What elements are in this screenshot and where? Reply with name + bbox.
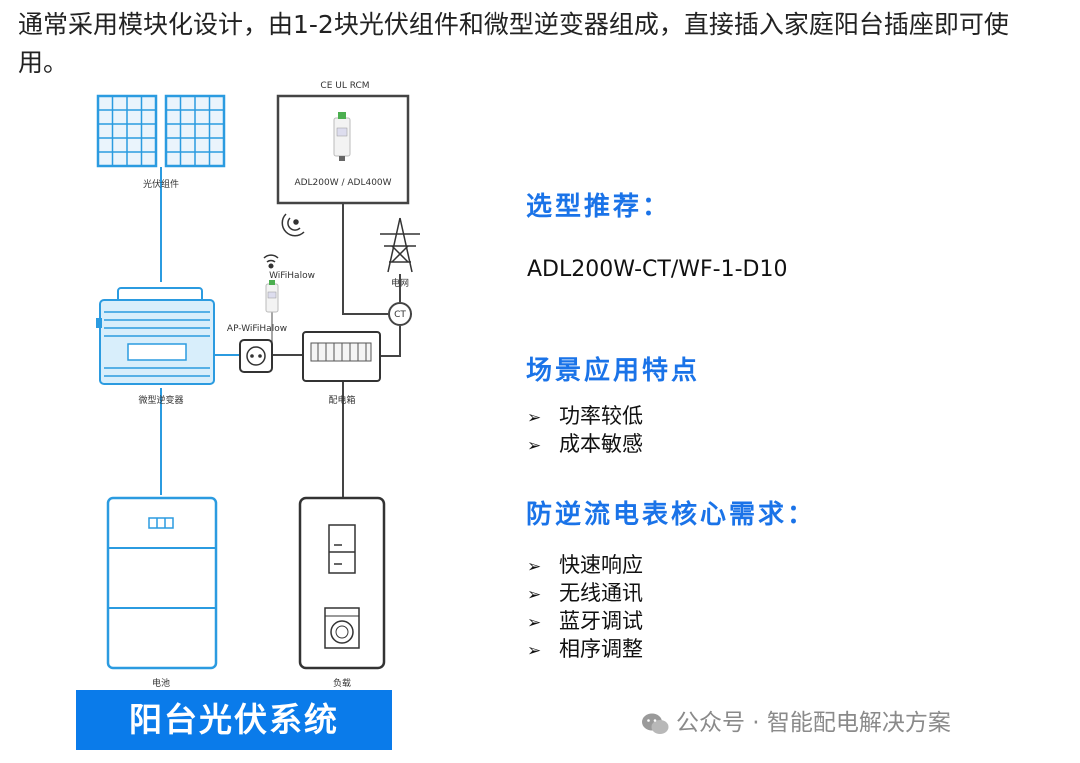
scenario-list: ➢功率较低 ➢成本敏感 [527, 402, 643, 458]
model-text: ADL200W-CT/WF-1-D10 [527, 257, 788, 282]
ct-sensor [388, 302, 412, 326]
ct-label: CT [394, 310, 406, 320]
energy-meter-icon [333, 112, 351, 161]
wechat-icon [642, 713, 669, 734]
bullet-icon: ➢ [527, 436, 542, 456]
battery-icon [106, 496, 218, 670]
requirement-list: ➢快速响应 ➢无线通讯 ➢蓝牙调试 ➢相序调整 [527, 551, 643, 663]
system-banner: 阳台光伏系统 [76, 690, 392, 750]
micro-inverter-icon [96, 287, 215, 385]
grid-label: 电网 [391, 277, 409, 289]
distribution-box-icon [302, 331, 381, 382]
wifi-signal-icon [263, 254, 279, 269]
ap-module-icon [265, 280, 279, 313]
intro-text: 通常采用模块化设计，由1-2块光伏组件和微型逆变器组成，直接插入家庭阳台插座即可… [18, 10, 1009, 77]
list-item: ➢无线通讯 [527, 579, 643, 607]
list-item: ➢成本敏感 [527, 430, 643, 458]
solar-panel-left-icon [96, 94, 158, 168]
bullet-icon: ➢ [527, 641, 542, 661]
wireless-signal-icon [281, 213, 305, 237]
cert-label: CE UL RCM [320, 81, 369, 91]
selection-title: 选型推荐： [526, 192, 672, 222]
bullet-icon: ➢ [527, 408, 542, 428]
ct-to-box-line [380, 326, 401, 357]
bullet-icon: ➢ [527, 557, 542, 577]
distribution-label: 配电箱 [328, 394, 355, 406]
transmission-tower-icon [380, 217, 420, 273]
requirement-title: 防逆流电表核心需求： [526, 500, 817, 530]
load-label: 负载 [333, 677, 351, 689]
wifi-label: WiFiHalow [269, 271, 315, 281]
solar-panel-right-icon [164, 94, 226, 168]
bullet-icon: ➢ [527, 613, 542, 633]
ap-label: AP-WiFiHalow [227, 324, 287, 334]
list-item: ➢功率较低 [527, 402, 643, 430]
power-socket-icon [239, 339, 273, 373]
list-item: ➢快速响应 [527, 551, 643, 579]
battery-label: 电池 [152, 677, 170, 689]
list-item: ➢蓝牙调试 [527, 607, 643, 635]
footer: 公众号 · 智能配电解决方案 [640, 703, 951, 737]
bullet-icon: ➢ [527, 585, 542, 605]
scenario-title: 场景应用特点 [526, 356, 701, 386]
meter-model-label: ADL200W / ADL400W [294, 178, 391, 188]
inverter-label: 微型逆变器 [138, 394, 183, 406]
footer-text: 公众号 · 智能配电解决方案 [676, 710, 951, 736]
list-item: ➢相序调整 [527, 635, 643, 663]
load-appliance-icon [298, 496, 386, 670]
pv-label: 光伏组件 [143, 178, 179, 190]
meter-to-ct-line [342, 203, 388, 315]
